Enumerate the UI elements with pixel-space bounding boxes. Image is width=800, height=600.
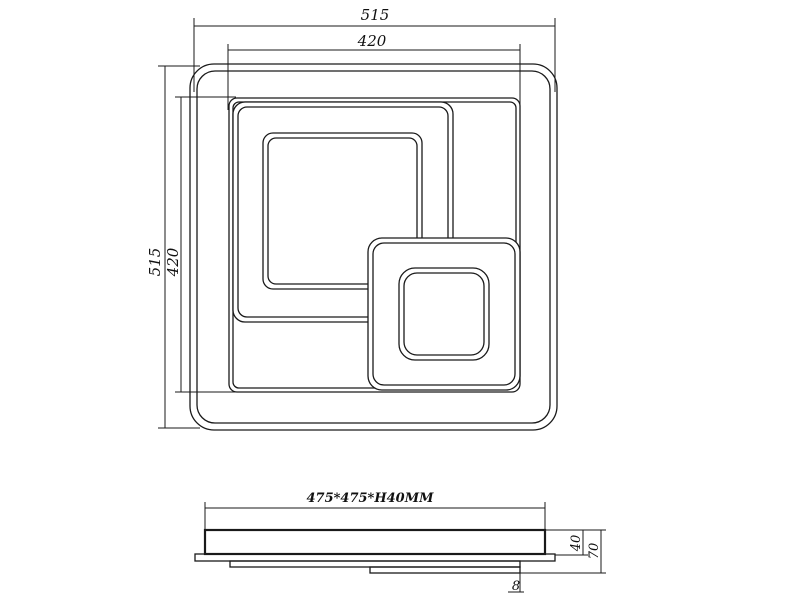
outer-frame-inner-edge [196, 70, 551, 424]
side-view: 475*475*H40MM 40 70 8 [194, 491, 606, 594]
outer-height-label: 515 [146, 248, 164, 277]
dimension-outer-width: 515 [193, 6, 556, 92]
side-size-label: 475*475*H40MM [306, 491, 434, 506]
dimension-step: 8 [508, 567, 524, 594]
lower-panel-large [229, 560, 521, 568]
small-ring-inner [398, 267, 490, 361]
lower-panel-small [369, 566, 521, 574]
inner-height-label: 420 [164, 247, 182, 277]
step-label: 8 [512, 579, 520, 594]
top-view: 515 420 515 420 [146, 6, 558, 431]
small-ring-inner-edge [403, 272, 485, 356]
small-ring-outer-edge [372, 242, 516, 386]
large-ring-inner [262, 132, 423, 290]
small-ring-outer [367, 237, 521, 391]
inner-width-label: 420 [357, 32, 387, 50]
dimension-side-width: 475*475*H40MM [204, 491, 546, 532]
outer-width-label: 515 [361, 6, 390, 24]
body-housing [203, 528, 547, 556]
middle-frame [228, 97, 521, 393]
dimension-outer-height: 515 [146, 65, 200, 429]
large-ring-inner-edge [267, 137, 418, 285]
dimension-inner-width: 420 [227, 32, 521, 110]
dimension-body-height: 40 [545, 529, 588, 556]
total-height-label: 70 [587, 543, 602, 560]
dimension-inner-height: 420 [164, 96, 236, 393]
outer-frame [189, 63, 558, 431]
large-ring-outer-edge [237, 106, 449, 318]
body-height-label: 40 [569, 535, 584, 553]
dimension-total-height: 70 [520, 529, 606, 574]
